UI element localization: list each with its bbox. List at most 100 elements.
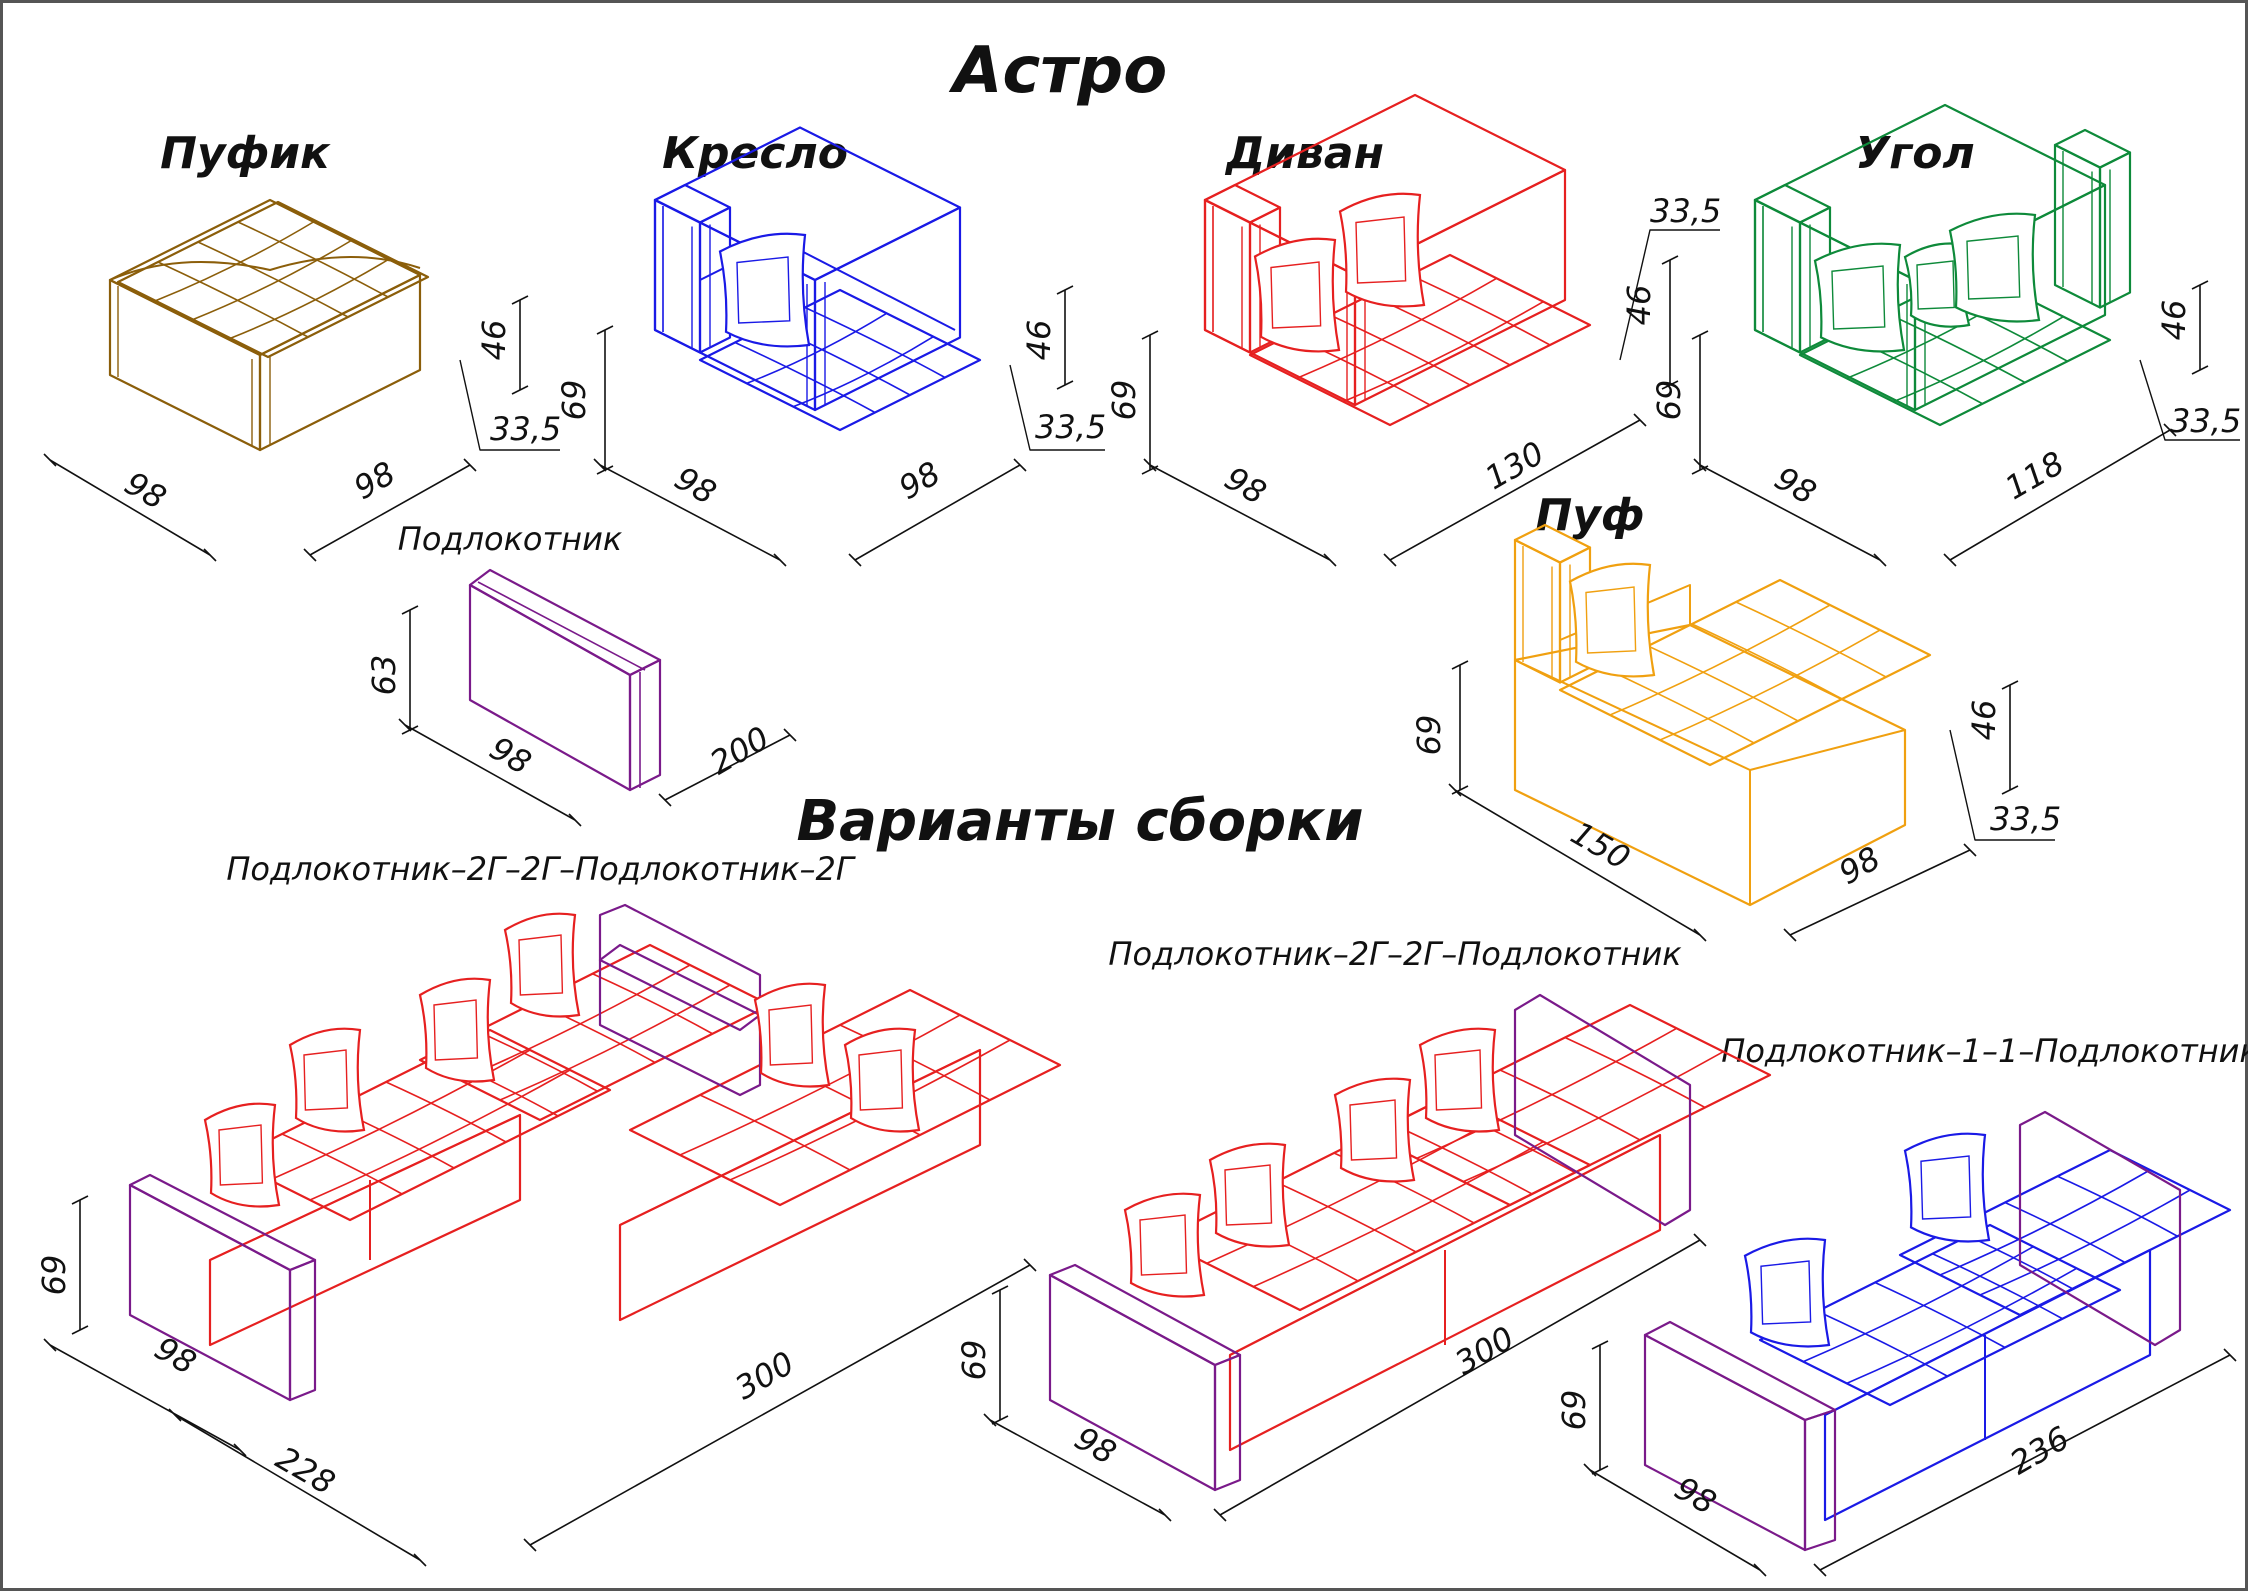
a2-pillow-2-inner [1224,1164,1273,1226]
arm-dim-depth-tick [568,813,582,827]
a1-pillow-3 [418,977,496,1083]
label-assembly-1: Подлокотник–2Г–2Г–Подлокотник–2Г [226,850,856,888]
a1-seat-3 [628,988,1062,1207]
a2-pillow-2 [1208,1142,1291,1248]
a1-pillow-6-inner [858,1049,904,1111]
pufik-cushion-seam [157,261,309,338]
ugol-dim-depth-tick [1873,553,1887,567]
divan-arm-side [1203,198,1252,354]
a3-seat-1-seam [1817,1310,1948,1377]
a1-pillow-2-inner [303,1049,349,1111]
a2-arm-end [1213,1353,1242,1492]
a1-seat-1 [228,1028,612,1222]
dim-puf-seat: 33,5 [1990,800,2061,838]
a3-seat-2-seam [2004,1201,2126,1264]
ugol-arm-left-side [1753,198,1802,354]
a1-pillow-1 [203,1102,281,1208]
a1-pillow-6 [843,1027,921,1133]
a2-dim-height-tick [991,1285,1009,1295]
a2-dim-width-tick [1213,1508,1227,1522]
dim-a1-height: 69 [35,1255,73,1296]
pufik-dim-height-tick [511,385,529,395]
ugol-dim-back-tick [2191,365,2209,375]
pufik-base-side [108,278,262,452]
arm-edge [477,581,646,671]
puf-dim-width [1789,849,1971,936]
divan-pillow-1 [1253,237,1341,353]
puf-seat-seam [1609,604,1831,716]
a1-dim-width-tick [523,1538,537,1552]
pufik-dim-width [309,464,471,556]
label-puf: Пуф [1535,490,1644,541]
pufik-drawing [43,198,560,562]
ugol-seat-seam [1893,315,2064,403]
a1-seat-1-seam [269,1049,531,1181]
kreslo-base-front [813,206,962,412]
a1-seam [619,1049,981,1226]
dim-puf-height: 69 [1410,715,1448,756]
a1-dim-length-tick [168,1408,182,1422]
label-ugol: Угол [1855,128,1974,179]
puf-drawing [1448,523,2055,942]
ugol-arm-left-top [1753,183,1832,224]
pufik-base-top [108,198,422,357]
label-divan: Диван [1224,128,1384,179]
kreslo-pillow-inner [736,256,791,324]
dim-ugol-back: 46 [2155,300,2193,341]
ugol-pillow-1-inner [1831,265,1886,330]
kreslo-dim-width [854,464,1021,561]
arm-dim-depth [404,724,576,821]
a3-pillow-2-inner [1920,1155,1972,1220]
ugol-pillow-3 [1948,212,2041,323]
divan-drawing [1141,93,1720,567]
kreslo-dim-width-tick [1013,458,1027,472]
a3-back-armrest [2018,1110,2182,1347]
puf-pillow [1568,562,1656,678]
pufik-dim-height-tick [511,295,529,305]
a1-front-right [618,1048,982,1322]
a3-dim-depth-tick [1583,1463,1597,1477]
a3-seat-1-seam [1874,1281,2006,1349]
dim-kreslo-depth: 98 [668,459,722,512]
a2-dim-width [1219,1239,1701,1516]
a1-seat-1-seam [385,1081,507,1143]
dim-kreslo-seat: 33,5 [1035,408,1106,446]
a1-arm-end [288,1258,317,1402]
divan-dim-width-tick [1383,553,1397,567]
a2-seat-2-seam [1499,1069,1641,1141]
a3-seat-1-seam [1803,1245,2034,1363]
a1-dim-width-tick [1023,1258,1037,1272]
dim-a3-width: 236 [2004,1419,2076,1482]
dim-divan-depth: 98 [1218,459,1272,512]
kreslo-arm-side [653,198,702,354]
a2-seat-2-seam [1463,1050,1724,1183]
kreslo-dim-depth [599,464,781,561]
puf-seat-seam [1659,629,1881,741]
dim-divan-seat: 33,5 [1650,192,1721,230]
puf-dim-height-tick [1451,660,1469,670]
puf-dim-length-tick [1448,783,1462,797]
kreslo-dim-height-tick [596,325,614,335]
ugol-dim-back-tick [2191,280,2209,290]
dim-a2-width: 300 [1449,1319,1521,1382]
dim-pufik-seat: 33,5 [490,410,561,448]
dim-divan-back: 46 [1620,285,1658,326]
label-assembly-3: Подлокотник–1–1–Подлокотник [1721,1032,2248,1070]
ugol-seat-seam [1884,311,2026,384]
a2-dim-depth [989,1419,1166,1516]
a3-pillow-2 [1903,1132,1991,1243]
ugol-dim-depth [1699,464,1881,561]
a3-seat-2-seam [1939,1169,2151,1276]
dim-puf-length: 150 [1565,814,1637,877]
a2-pillow-4-inner [1434,1049,1483,1111]
a3-front [1823,1248,2152,1522]
arm-end [628,658,662,792]
divan-arm-top [1203,183,1282,224]
arm-dim-length-tick [658,793,672,807]
a1-seat-1-seam [281,1133,403,1195]
pufik-cushion-seam [155,220,316,302]
label-kreslo: Кресло [662,128,848,179]
pufik-cushion-edge [109,255,421,281]
dim-ugol-seat: 33,5 [2170,402,2241,440]
puf-pillow-inner [1585,586,1637,654]
